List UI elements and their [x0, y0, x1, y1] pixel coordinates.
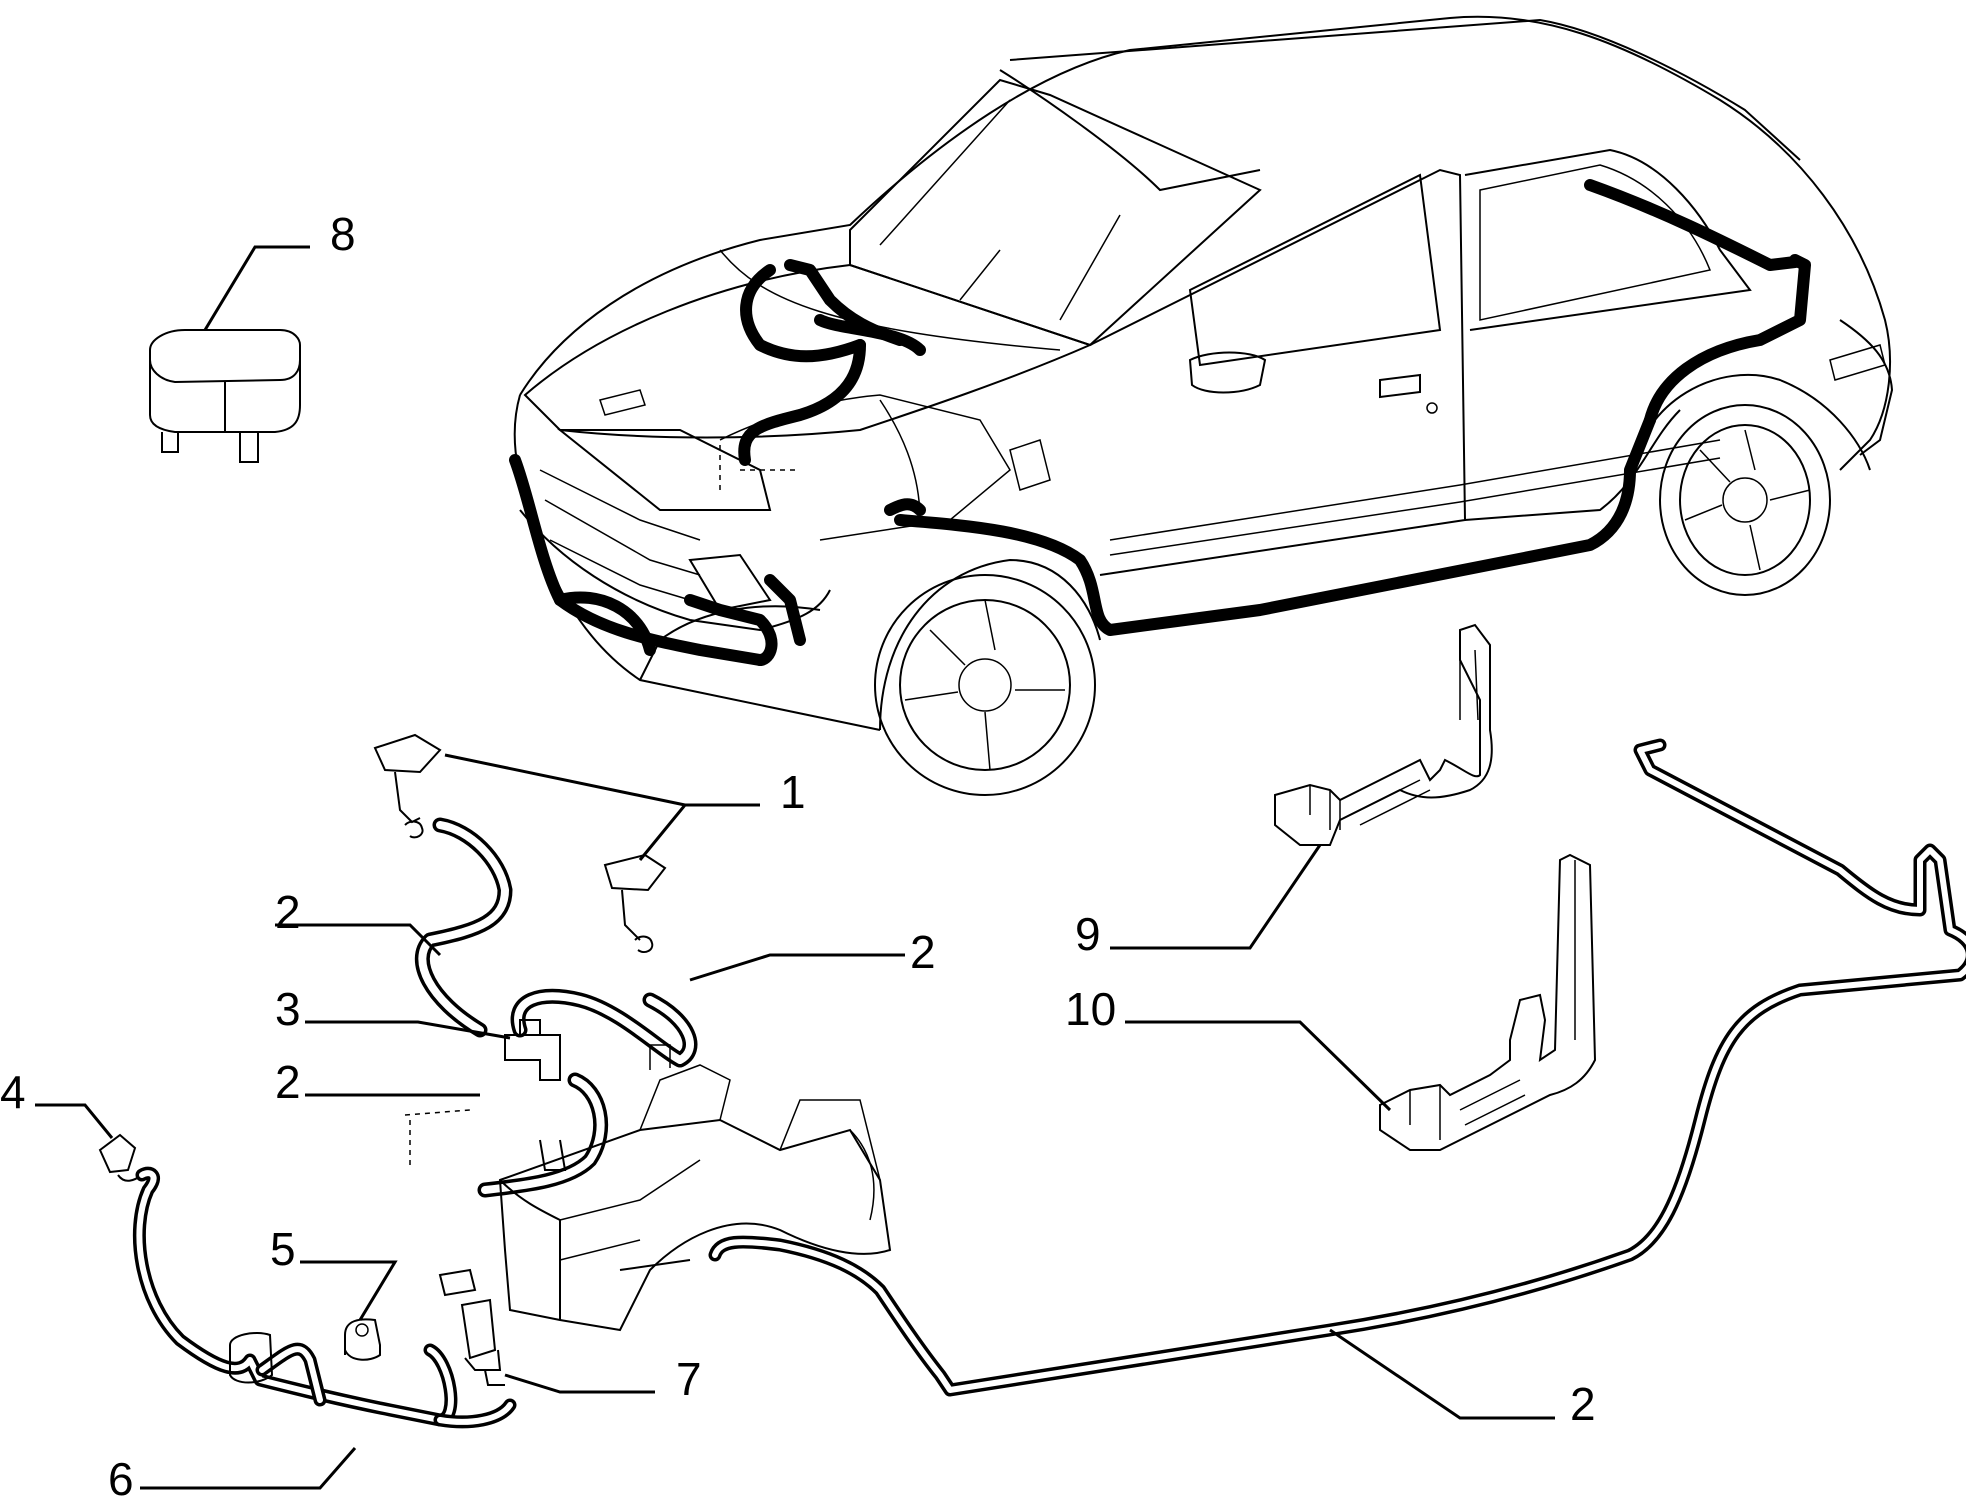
callout-7: 7	[676, 1353, 702, 1405]
callout-labels: 8 1 2 2 3 2 4 5 6 7 9 10 2	[0, 208, 1596, 1501]
callout-1: 1	[780, 766, 806, 818]
pump-part-7	[438, 1268, 505, 1386]
callout-4: 4	[0, 1066, 26, 1118]
hose-lower-left	[477, 1072, 609, 1198]
callout-6: 6	[108, 1453, 134, 1501]
wiring-harness	[509, 179, 1811, 666]
callout-2-lower-left: 2	[275, 1056, 301, 1108]
bracket-part-9	[1274, 623, 1493, 846]
nozzle-part-1-right	[603, 853, 667, 953]
callout-2-long-pipe: 2	[1570, 1378, 1596, 1430]
callout-3: 3	[275, 983, 301, 1035]
leader-lines	[35, 245, 1555, 1490]
callout-9: 9	[1075, 908, 1101, 960]
callout-2-upper-left: 2	[275, 886, 301, 938]
bracket-part-10	[1379, 853, 1597, 1151]
callout-10: 10	[1065, 983, 1116, 1035]
hose-upper-left	[414, 817, 513, 1038]
callout-5: 5	[270, 1223, 296, 1275]
connector-t-part-3	[504, 1019, 561, 1081]
relay-part-8	[149, 329, 301, 463]
callout-8: 8	[330, 208, 356, 260]
hose-upper-right	[510, 988, 698, 1068]
car-illustration	[513, 15, 1894, 796]
pipe-loop-part-6	[132, 1166, 517, 1429]
connector-elbow-part-5	[344, 1318, 381, 1361]
nozzle-part-1-left	[373, 733, 442, 839]
washer-reservoir	[404, 1044, 892, 1332]
long-rear-pipe	[708, 738, 1966, 1397]
callout-2-upper-right: 2	[910, 926, 936, 978]
